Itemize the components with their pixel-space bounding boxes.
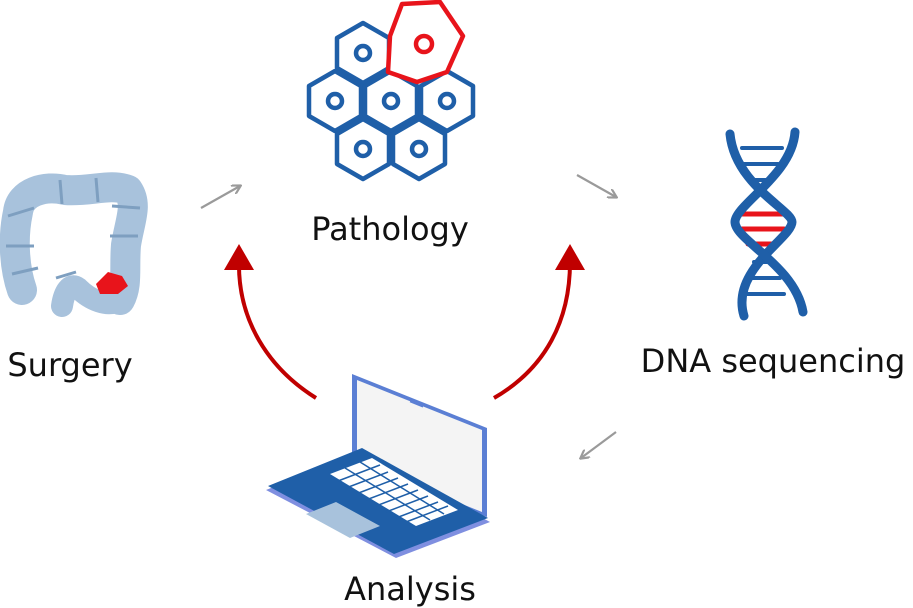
arrow-analysis-to-pathology-right (492, 244, 585, 400)
surgery-label: Surgery (7, 346, 132, 384)
pathology-label: Pathology (311, 210, 469, 248)
arrow-analysis-to-pathology-left (224, 244, 318, 400)
cell-tissue-icon (306, 0, 476, 182)
dna-helix-icon (725, 127, 808, 321)
arrow-surgery-to-pathology (200, 186, 240, 209)
colon-icon (0, 172, 148, 317)
dna-label: DNA sequencing (641, 342, 906, 380)
laptop-icon (266, 374, 490, 558)
arrow-pathology-to-dna (576, 174, 616, 197)
arrow-dna-to-analysis (581, 431, 617, 458)
analysis-label: Analysis (344, 570, 476, 608)
